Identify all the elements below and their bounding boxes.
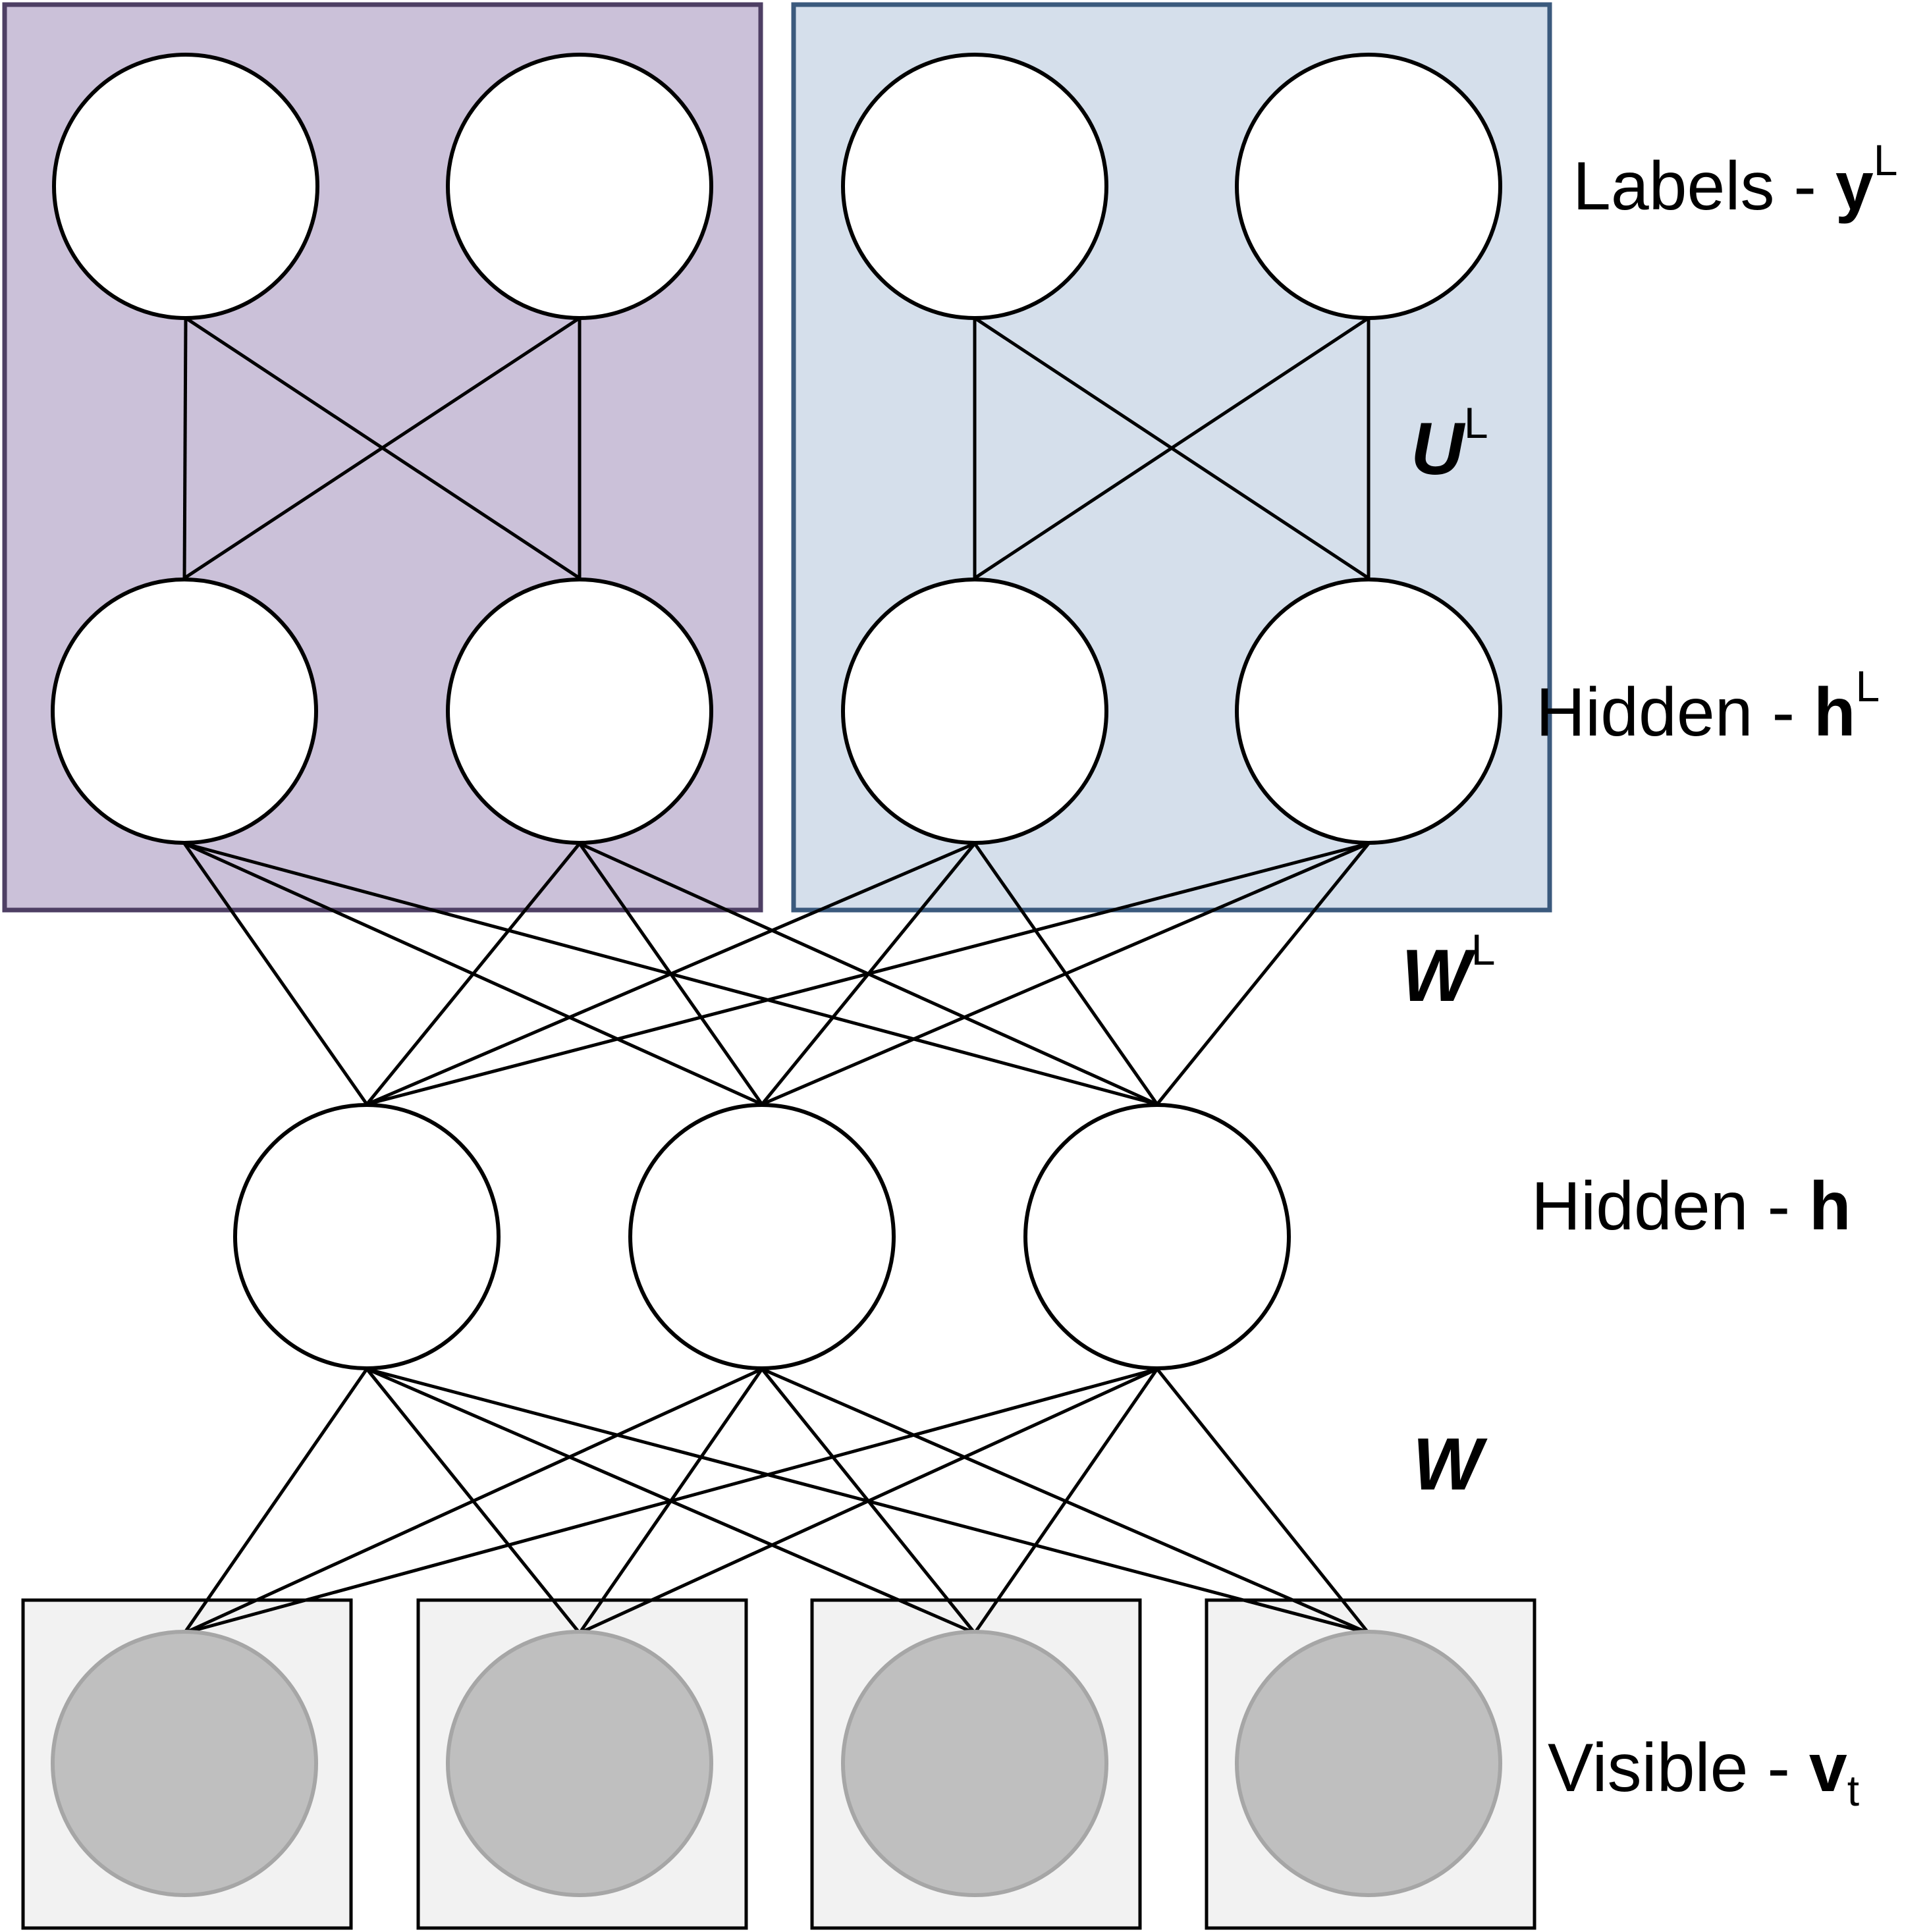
hidden-node-3 bbox=[1023, 1103, 1291, 1370]
edge-w-5 bbox=[183, 1367, 763, 1635]
edge-ul-1 bbox=[182, 317, 188, 579]
label-node-1 bbox=[52, 53, 319, 320]
hidden-nodes bbox=[233, 1103, 1291, 1370]
hidden-layer-label: Hidden - h bbox=[1531, 1168, 1851, 1245]
w-l-edges bbox=[182, 842, 1370, 1106]
w-weight-label: W bbox=[1413, 1423, 1488, 1505]
label-node-3 bbox=[841, 53, 1108, 320]
visible-nodes bbox=[51, 1630, 1502, 1897]
label-nodes bbox=[52, 53, 1502, 320]
hidden-l-node-4 bbox=[1235, 577, 1502, 845]
hidden-l-node-3 bbox=[841, 577, 1108, 845]
visible-node-4 bbox=[1235, 1630, 1502, 1897]
w-edges bbox=[182, 1367, 1370, 1635]
u-l-edges bbox=[182, 316, 1371, 580]
hidden-l-layer-label: Hidden - hL bbox=[1536, 662, 1880, 751]
edge-w-1 bbox=[182, 1368, 369, 1634]
w-l-weight-label: WL bbox=[1401, 925, 1495, 1017]
u-l-weight-label: UL bbox=[1411, 398, 1488, 490]
visible-node-1 bbox=[51, 1630, 318, 1897]
hidden-node-2 bbox=[628, 1103, 896, 1370]
edge-w-10 bbox=[578, 1367, 1158, 1635]
visible-layer-label: Visible - vt bbox=[1548, 1730, 1859, 1815]
edge-w-11 bbox=[973, 1368, 1159, 1634]
edge-wl-12 bbox=[1156, 842, 1370, 1106]
visible-node-3 bbox=[841, 1630, 1108, 1897]
visible-node-2 bbox=[446, 1630, 713, 1897]
hidden-l-node-1 bbox=[51, 577, 318, 845]
label-node-2 bbox=[446, 53, 713, 320]
label-node-4 bbox=[1235, 53, 1502, 320]
edge-ul-7 bbox=[973, 316, 1370, 580]
labels-layer-label: Labels - yL bbox=[1573, 136, 1897, 225]
hidden-l-node-2 bbox=[446, 577, 713, 845]
hidden-l-nodes bbox=[51, 577, 1502, 845]
edge-w-9 bbox=[184, 1367, 1158, 1635]
edge-wl-11 bbox=[761, 842, 1369, 1106]
hidden-node-1 bbox=[233, 1103, 501, 1370]
edge-wl-7 bbox=[366, 842, 975, 1106]
edge-wl-1 bbox=[182, 842, 369, 1106]
edge-wl-4 bbox=[366, 842, 581, 1106]
edge-ul-3 bbox=[183, 316, 581, 580]
edge-w-12 bbox=[1156, 1368, 1370, 1634]
edge-wl-10 bbox=[366, 842, 1369, 1106]
